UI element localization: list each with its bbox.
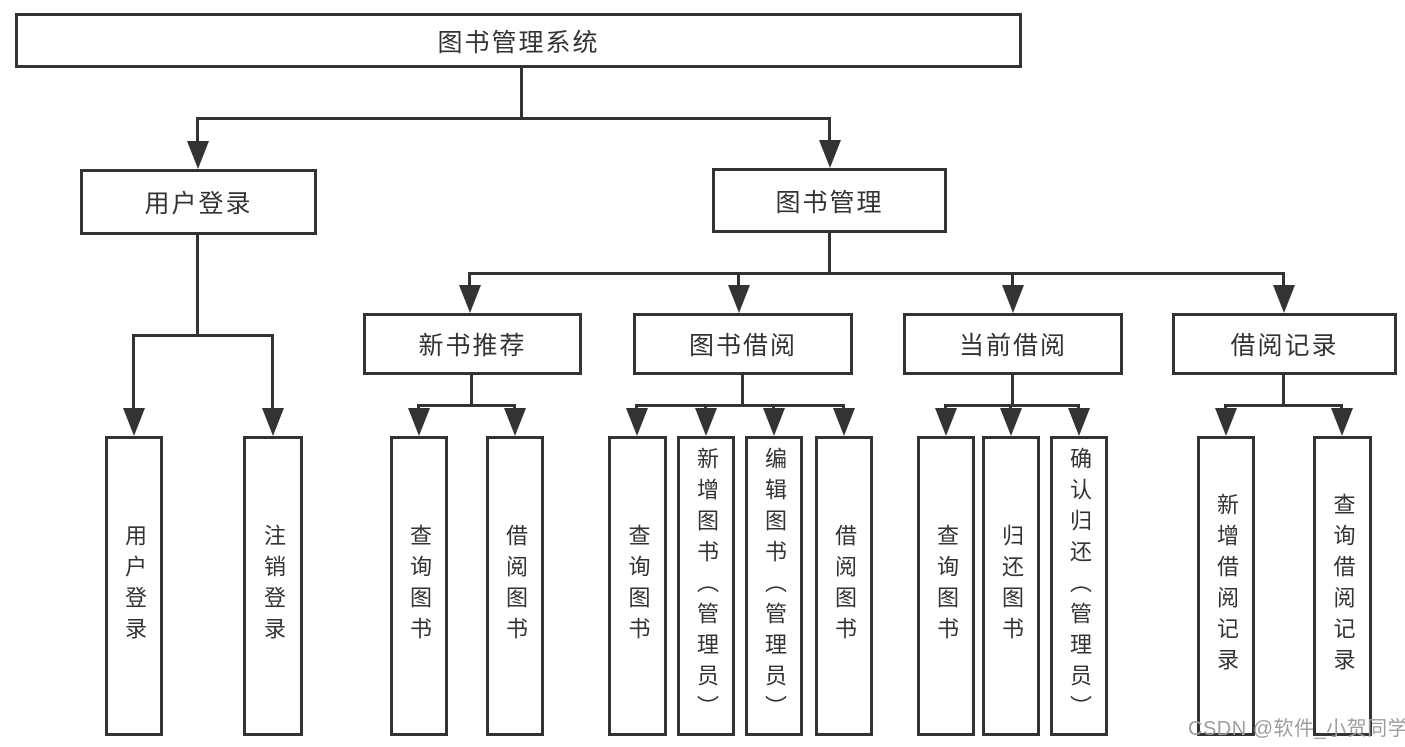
- leaf-confirm-return-admin: 确认归还（管理员）: [1050, 436, 1108, 736]
- connector-leaf-drop: [1340, 404, 1343, 411]
- connector-book-mgmt-bar: [470, 272, 1285, 275]
- node-book-management: 图书管理: [712, 168, 947, 233]
- leaf-label: 编辑图书（管理员）: [762, 446, 787, 726]
- connector-current-bar: [946, 404, 1079, 407]
- arrowhead: [187, 141, 209, 169]
- arrowhead: [763, 408, 785, 436]
- connector-borrow-bar: [637, 404, 844, 407]
- connector-leaf-drop: [513, 404, 516, 411]
- connector-level3-drop: [468, 272, 471, 287]
- leaf-label: 新增借阅记录: [1214, 493, 1239, 679]
- connector-level3-drop: [1282, 272, 1285, 287]
- leaf-label: 归还图书: [999, 524, 1024, 648]
- leaf-label: 借阅图书: [503, 524, 528, 648]
- connector-records-stem: [1282, 375, 1285, 405]
- csdn-watermark: CSDN @软件_小贺同学: [1188, 718, 1405, 740]
- connector-leaf-drop: [417, 404, 420, 411]
- arrowhead: [408, 408, 430, 436]
- arrowhead: [695, 408, 717, 436]
- arrowhead: [728, 285, 750, 313]
- arrowhead: [504, 408, 526, 436]
- arrowhead: [1215, 408, 1237, 436]
- leaf-query-borrow-record: 查询借阅记录: [1313, 436, 1372, 736]
- connector-records-bar: [1226, 404, 1342, 407]
- node-user-login: 用户登录: [80, 169, 317, 235]
- connector-user-login-drop: [196, 117, 199, 143]
- leaf-query-book-recommend: 查询图书: [390, 436, 448, 736]
- leaf-label: 注销登录: [261, 524, 286, 648]
- arrowhead: [262, 408, 284, 436]
- leaf-label: 新增图书（管理员）: [694, 446, 719, 726]
- arrowhead: [459, 285, 481, 313]
- leaf-logout: 注销登录: [243, 436, 303, 736]
- connector-recommend-bar: [419, 404, 516, 407]
- leaf-label: 借阅图书: [832, 524, 857, 648]
- connector-recommend-stem: [470, 375, 473, 405]
- arrowhead: [1002, 285, 1024, 313]
- arrowhead: [1331, 408, 1353, 436]
- arrowhead: [935, 408, 957, 436]
- arrowhead: [1000, 408, 1022, 436]
- connector-user-login-stem: [196, 235, 199, 335]
- arrowhead: [1273, 285, 1295, 313]
- leaf-label: 查询图书: [934, 524, 959, 648]
- connector-leaf-drop: [944, 404, 947, 411]
- node-current-borrow: 当前借阅: [903, 313, 1123, 375]
- node-new-book-recommend: 新书推荐: [363, 313, 582, 375]
- connector-leaf-drop: [1009, 404, 1012, 411]
- leaf-label: 查询图书: [407, 524, 432, 648]
- node-borrow-records: 借阅记录: [1172, 313, 1397, 375]
- node-book-borrow: 图书借阅: [633, 313, 853, 375]
- connector-leaf-drop: [842, 404, 845, 411]
- leaf-return-book: 归还图书: [982, 436, 1040, 736]
- arrowhead: [123, 408, 145, 436]
- leaf-query-book-borrow: 查询图书: [608, 436, 667, 736]
- connector-user-login-bar: [133, 334, 274, 337]
- leaf-user-login: 用户登录: [105, 436, 163, 736]
- node-root: 图书管理系统: [15, 13, 1022, 68]
- leaf-borrow-book: 借阅图书: [815, 436, 873, 736]
- connector-leaf-drop: [1224, 404, 1227, 411]
- leaf-query-book-current: 查询图书: [917, 436, 975, 736]
- connector-leaf-drop: [704, 404, 707, 411]
- leaf-borrow-book-recommend: 借阅图书: [486, 436, 544, 736]
- connector-borrow-stem: [741, 375, 744, 405]
- leaf-add-borrow-record: 新增借阅记录: [1197, 436, 1255, 736]
- connector-book-mgmt-stem: [828, 233, 831, 273]
- arrowhead: [833, 408, 855, 436]
- connector-root-stem: [520, 68, 523, 118]
- leaf-label: 查询图书: [625, 524, 651, 648]
- connector-root-bar: [197, 117, 831, 120]
- connector-current-stem: [1011, 375, 1014, 405]
- connector-leaf-drop: [1077, 404, 1080, 411]
- connector-leaf-drop: [132, 334, 135, 410]
- connector-leaf-drop: [635, 404, 638, 411]
- leaf-label: 确认归还（管理员）: [1067, 446, 1092, 726]
- connector-leaf-drop: [271, 334, 274, 410]
- connector-level3-drop: [737, 272, 740, 287]
- arrowhead: [819, 140, 841, 168]
- connector-level3-drop: [1011, 272, 1014, 287]
- leaf-edit-book-admin: 编辑图书（管理员）: [745, 436, 803, 736]
- connector-leaf-drop: [772, 404, 775, 411]
- leaf-add-book-admin: 新增图书（管理员）: [677, 436, 735, 736]
- arrowhead: [1068, 408, 1090, 436]
- arrowhead: [626, 408, 648, 436]
- leaf-label: 用户登录: [122, 524, 147, 648]
- connector-book-mgmt-drop: [828, 117, 831, 142]
- leaf-label: 查询借阅记录: [1330, 493, 1356, 679]
